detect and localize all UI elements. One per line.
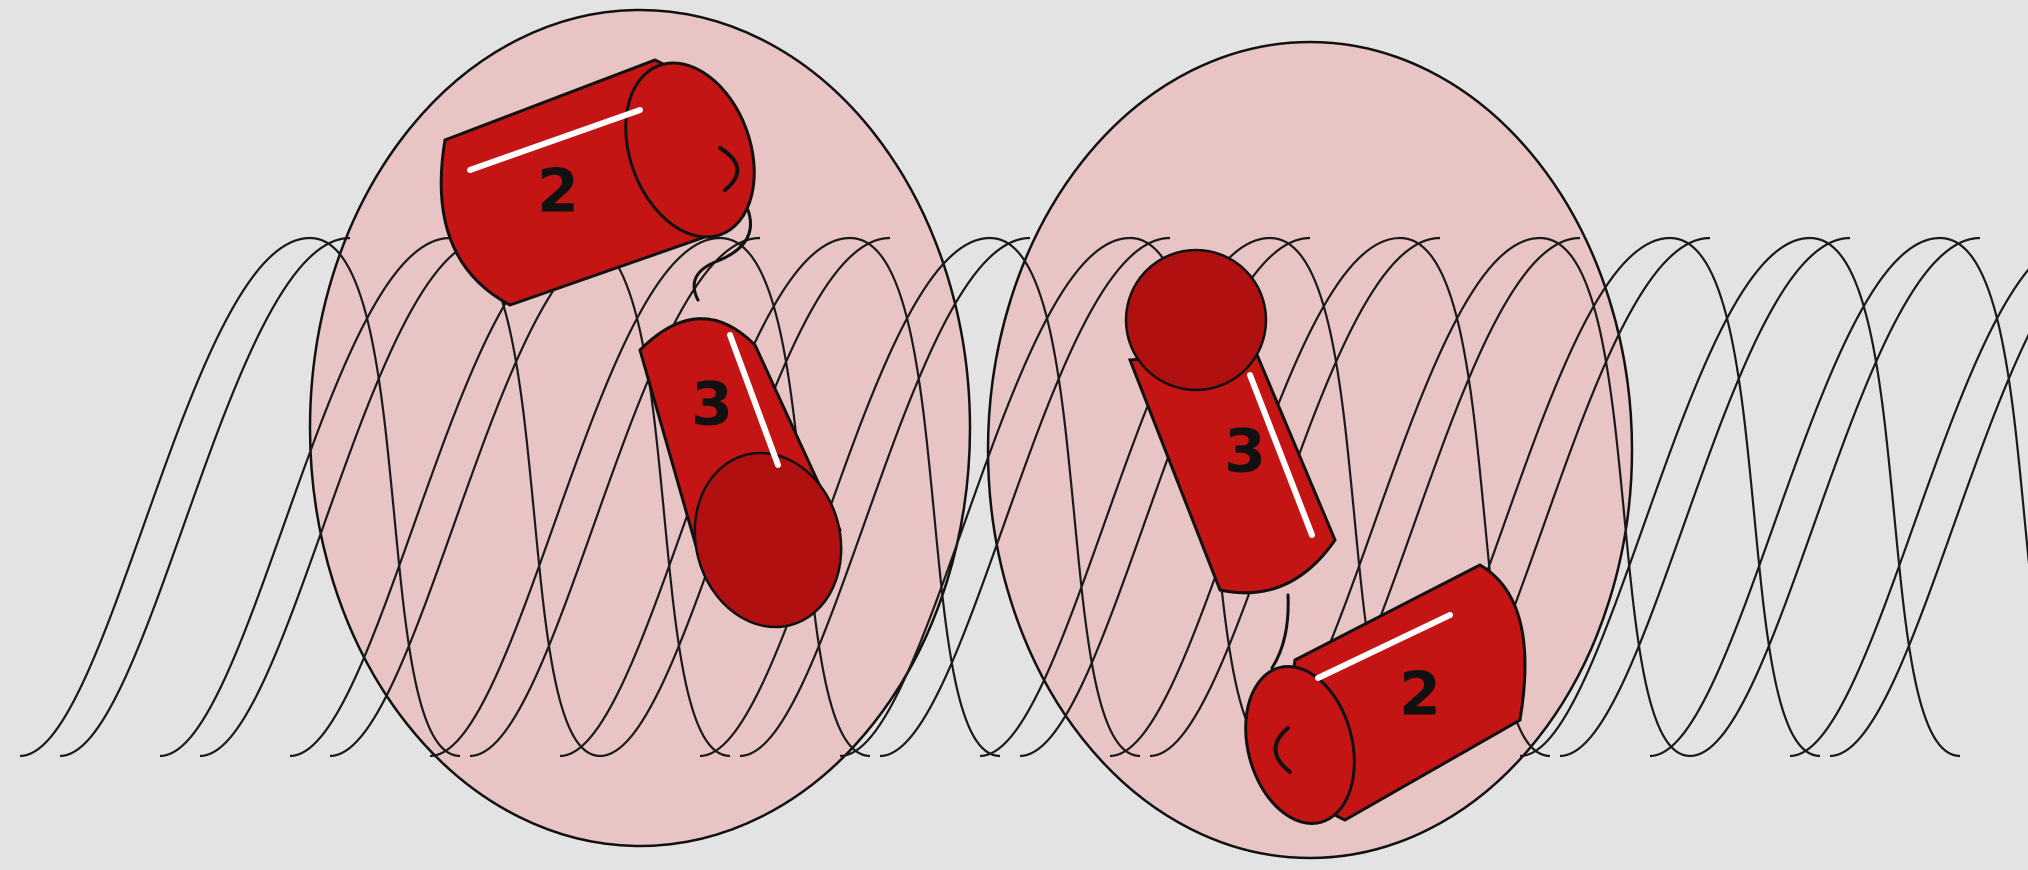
dna-strand-segment [1790, 238, 2028, 756]
dna-strand-segment [1810, 238, 1960, 756]
dna-strand-segment [20, 238, 350, 756]
left-helix-3-label: 3 [691, 370, 733, 440]
left-helix-2-label: 2 [537, 157, 579, 227]
right-helix-2-label: 2 [1399, 660, 1441, 730]
dna-strand-segment [1670, 238, 1820, 756]
dna-strand-segment [1940, 238, 2028, 756]
right-helix-3-label: 3 [1224, 417, 1266, 487]
dna-strand-segment [1650, 238, 1980, 756]
